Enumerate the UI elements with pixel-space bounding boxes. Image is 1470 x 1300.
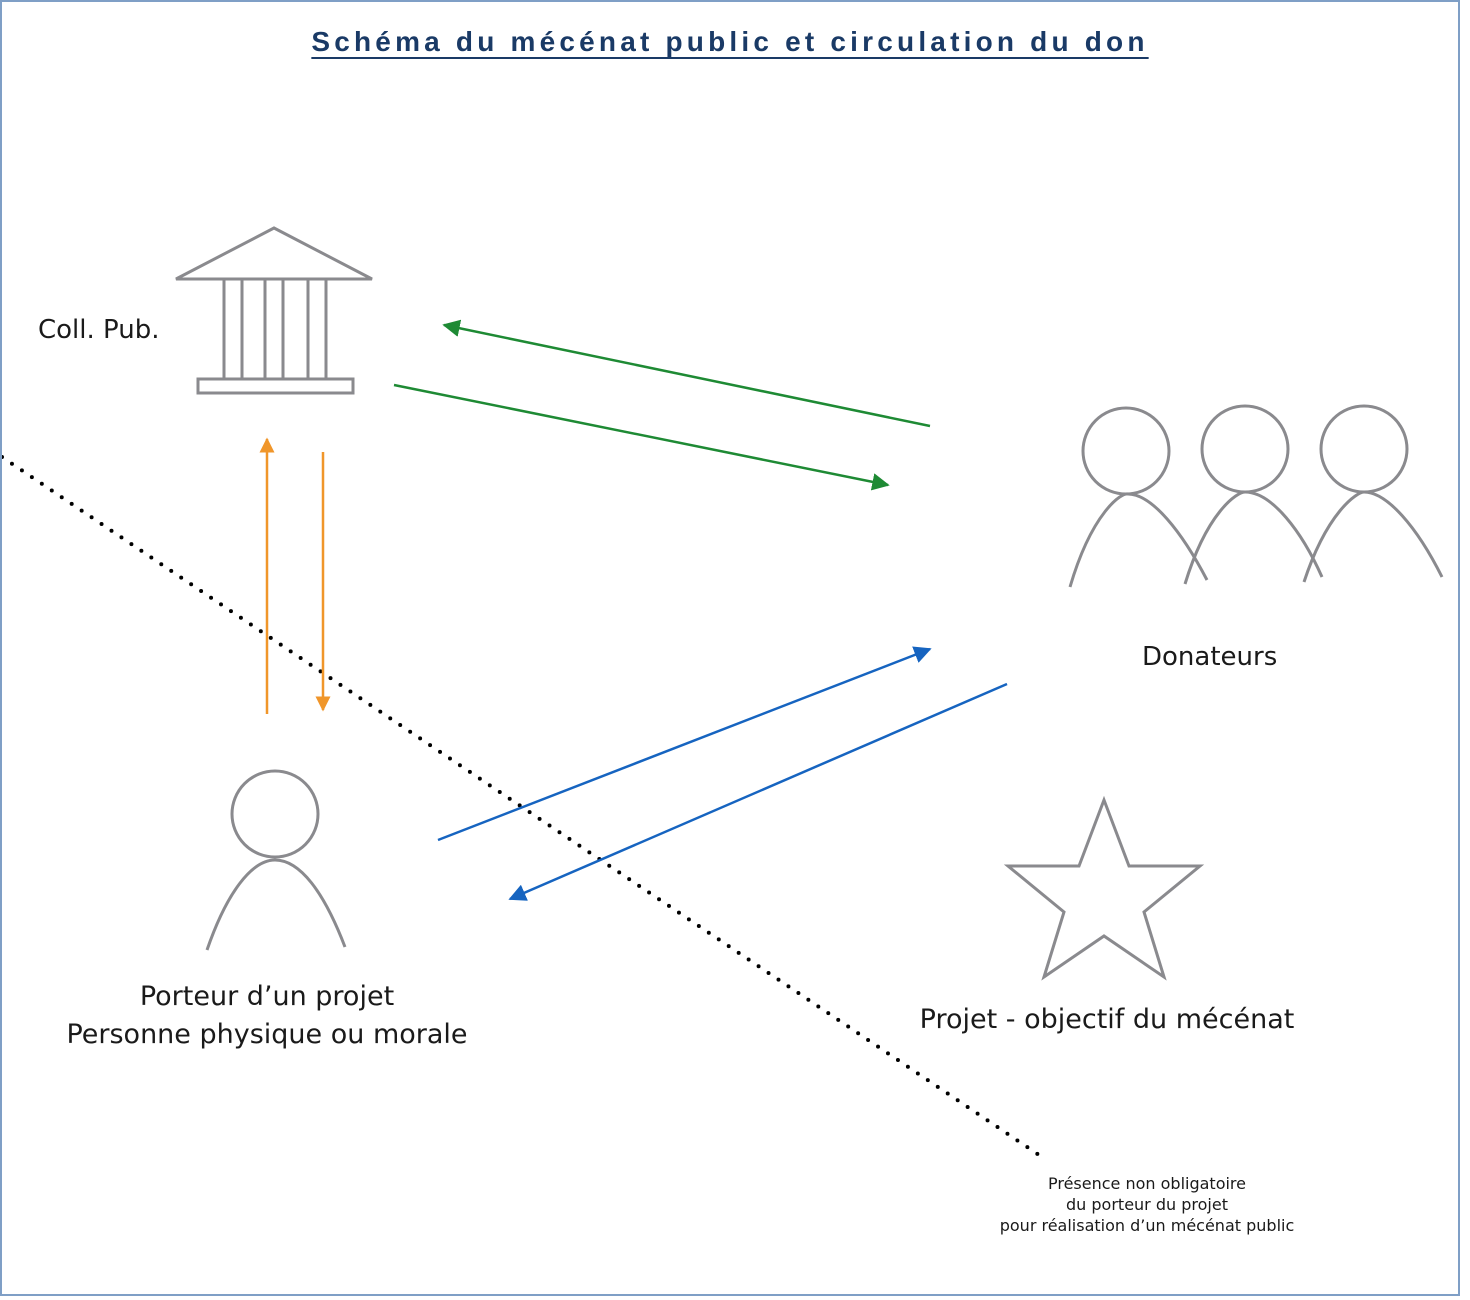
porteur-label-line-1: Porteur d’un projet — [139, 981, 395, 1012]
donateurs-label: Donateurs — [1142, 642, 1278, 672]
collectivite-label: Coll. Pub. — [38, 315, 160, 345]
separator-note: Présence non obligatoire du porteur du p… — [952, 1173, 1342, 1236]
public-building-icon — [175, 226, 373, 395]
separator-note-line-2: du porteur du projet — [1066, 1195, 1228, 1214]
group-of-people-icon — [1068, 404, 1444, 588]
projet-label: Projet - objectif du mécénat — [919, 1004, 1295, 1035]
star-icon — [1003, 795, 1205, 981]
separator-note-line-1: Présence non obligatoire — [1047, 1174, 1246, 1193]
arrow-donateurs-to-collectivite — [442, 319, 931, 428]
person-icon — [205, 769, 347, 951]
porteur-label: Porteur d’un projet Personne physique ou… — [22, 978, 512, 1054]
arrow-donateurs-to-porteur — [508, 682, 1008, 901]
arrow-porteur-to-donateurs — [437, 646, 932, 842]
diagram-title: Schéma du mécénat public et circulation … — [311, 26, 1149, 57]
arrow-collectivite-to-donateurs — [393, 383, 890, 491]
dotted-separator-line — [2, 455, 1044, 1159]
separator-note-line-3: pour réalisation d’un mécénat public — [999, 1216, 1295, 1235]
porteur-label-line-2: Personne physique ou morale — [66, 1019, 468, 1050]
